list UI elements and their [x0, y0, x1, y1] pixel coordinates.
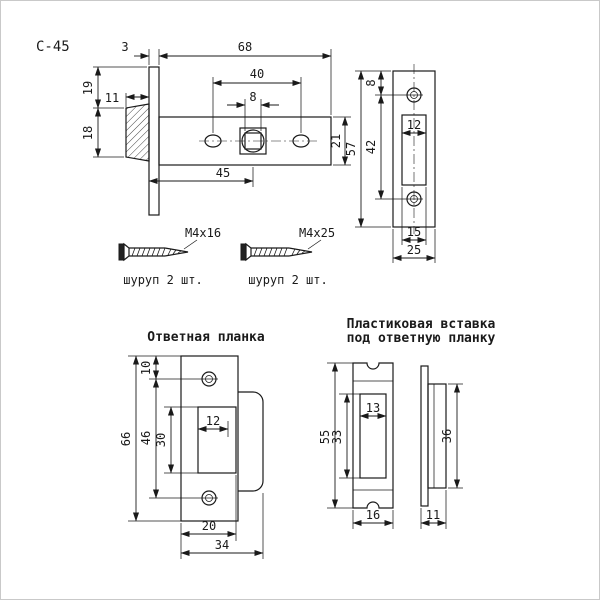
screw1-label: M4x16 [185, 226, 221, 240]
dim-body-length: 68 [238, 40, 252, 54]
strike-plate-view [180, 355, 264, 522]
dim-bolt-protrusion: 11 [105, 91, 119, 105]
dim-pi-depth: 11 [426, 508, 440, 522]
plastic-insert-front-dimensions: 13 55 33 16 [318, 362, 394, 529]
dim-body-height: 21 [329, 134, 343, 148]
screw2-label: M4x25 [299, 226, 335, 240]
screw-m4x16: M4x16 шуруп 2 шт. [118, 226, 221, 287]
dim-pi-height: 55 [318, 430, 332, 444]
screw1-threads [131, 247, 182, 257]
latch-side-view [125, 66, 332, 216]
faceplate-edge [148, 66, 160, 216]
dim-hole-spacing: 40 [250, 67, 264, 81]
dim-spindle-square: 8 [249, 90, 256, 104]
strike-plate-dimensions: 12 10 46 30 66 20 34 [119, 355, 264, 559]
strike-plate-title: Ответная планка [147, 330, 265, 345]
dim-fp-height: 57 [344, 142, 358, 156]
strike-plate-outline [180, 355, 239, 522]
screw2-head [240, 243, 247, 261]
screw1-leader [183, 239, 198, 250]
insert-opening [359, 393, 387, 479]
plastic-insert-side-view [420, 365, 447, 507]
screw-m4x25: M4x25 шуруп 2 шт. [240, 226, 335, 287]
dim-sp-plate-width: 20 [202, 519, 216, 533]
dim-pi-opening-width: 13 [366, 401, 380, 415]
plastic-insert-title-line2: под ответную планку [347, 331, 496, 346]
dim-faceplate-thickness: 3 [121, 40, 128, 54]
latch-bolt [125, 103, 150, 162]
dim-sp-hole-spacing: 46 [139, 431, 153, 445]
screw1-head [118, 243, 125, 261]
plastic-insert-title-line1: Пластиковая вставка [347, 317, 496, 332]
faceplate-opening [401, 114, 427, 186]
strike-screw-hole-bottom [201, 490, 217, 506]
faceplate-front-view [392, 64, 436, 234]
screw2-threads [253, 247, 306, 257]
body-hole-right [292, 134, 310, 148]
dim-fp-opening-width: 12 [407, 118, 421, 132]
plastic-insert-side-dimensions: 36 11 [420, 383, 463, 529]
dim-fp-hole-spacing: 42 [364, 140, 378, 154]
dim-sp-height: 66 [119, 432, 133, 446]
dim-bolt-height: 18 [81, 126, 95, 140]
dim-pi-opening-height: 33 [330, 430, 344, 444]
dim-fp-width: 25 [407, 243, 421, 257]
insert-body [427, 383, 447, 489]
faceplate-screw-hole-top [406, 87, 422, 103]
strike-opening [197, 406, 237, 474]
strike-plate-tab [238, 391, 264, 492]
insert-outline [352, 362, 394, 509]
faceplate-front-dimensions: 12 8 42 57 15 25 [344, 70, 436, 263]
model-label: C-45 [36, 39, 70, 55]
screw2-note: шуруп 2 шт. [248, 273, 327, 287]
spindle-square-hole [244, 132, 262, 150]
strike-screw-hole-top [201, 371, 217, 387]
body-hole-left [204, 134, 222, 148]
faceplate-screw-hole-bottom [406, 191, 422, 207]
dim-backset: 45 [216, 166, 230, 180]
screw2-leader [307, 239, 322, 250]
follower-cage [239, 127, 267, 155]
dim-sp-total-width: 34 [215, 538, 229, 552]
dim-fp-edge-to-hole: 8 [364, 79, 378, 86]
faceplate-outline [392, 70, 436, 228]
latch-side-view-dimensions: 3 68 40 8 11 19 18 45 21 [81, 40, 351, 187]
dim-sp-opening-height: 30 [154, 433, 168, 447]
dim-fp-opening-outer: 15 [407, 225, 421, 239]
dim-pi-body-height: 36 [440, 429, 454, 443]
dim-pi-width: 16 [366, 508, 380, 522]
dim-sp-opening-width: 12 [206, 414, 220, 428]
dim-top-to-bolt: 19 [81, 81, 95, 95]
plastic-insert-front-view [352, 362, 394, 509]
insert-flange [420, 365, 429, 507]
follower-circle [241, 129, 265, 153]
screw1-note: шуруп 2 шт. [123, 273, 202, 287]
dim-sp-edge-to-hole: 10 [139, 361, 153, 375]
